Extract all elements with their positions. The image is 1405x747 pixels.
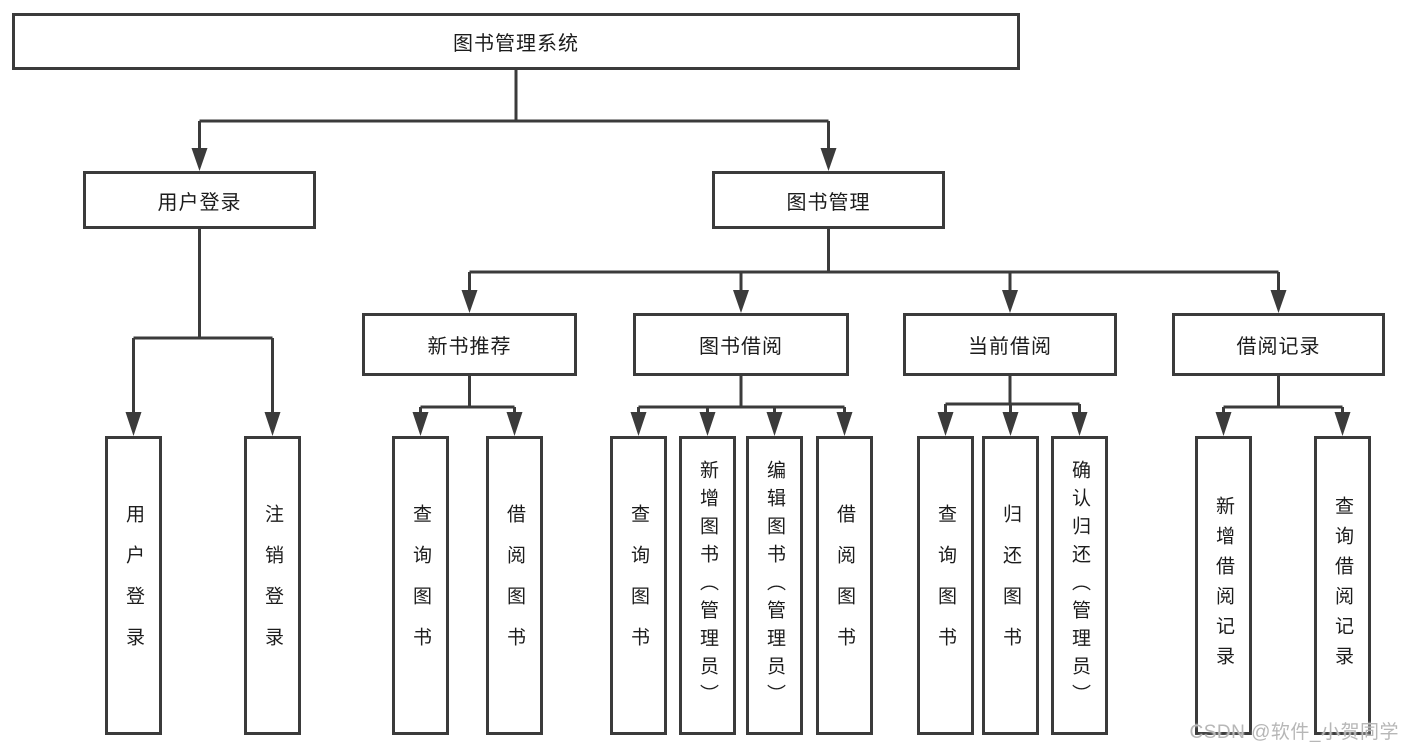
leaf-borrow-books-recommend: 借阅图书: [486, 436, 543, 735]
leaf-add-book-admin: 新增图书（管理员）: [679, 436, 736, 735]
node-label: 借阅图书: [504, 503, 525, 668]
node-label: 图书管理系统: [453, 33, 579, 55]
leaf-add-borrow-record: 新增借阅记录: [1195, 436, 1252, 735]
node-label: 编辑图书（管理员）: [764, 459, 785, 712]
node-new-book-recommend: 新书推荐: [362, 313, 577, 376]
leaf-query-borrow-record: 查询借阅记录: [1314, 436, 1371, 735]
node-root: 图书管理系统: [12, 13, 1020, 70]
leaf-edit-book-admin: 编辑图书（管理员）: [746, 436, 803, 735]
node-label: 查询借阅记录: [1332, 495, 1353, 676]
leaf-borrow-books: 借阅图书: [816, 436, 873, 735]
node-label: 图书管理: [786, 191, 871, 214]
connector-book-borrow-to-leaves: [630, 376, 853, 436]
node-label: 图书借阅: [699, 336, 783, 358]
leaf-user-login: 用户登录: [105, 436, 162, 735]
connector-new-book-to-leaves: [412, 376, 523, 436]
connector-root-to-level2: [191, 70, 837, 171]
node-label: 查询图书: [935, 503, 956, 668]
connector-current-borrow-to-leaves: [937, 376, 1088, 436]
node-label: 注销登录: [262, 503, 283, 668]
node-label: 新增借阅记录: [1213, 495, 1234, 676]
node-label: 当前借阅: [968, 336, 1052, 358]
node-label: 新书推荐: [427, 336, 512, 358]
node-label: 归还图书: [1000, 503, 1021, 668]
leaf-query-books-current: 查询图书: [917, 436, 974, 735]
node-borrow-records: 借阅记录: [1172, 313, 1385, 376]
watermark: CSDN @软件_小贺同学: [1189, 722, 1399, 743]
connector-borrow-records-to-leaves: [1215, 376, 1351, 436]
node-label: 查询图书: [628, 503, 649, 668]
node-label: 用户登录: [123, 503, 144, 668]
node-user-login: 用户登录: [83, 171, 316, 229]
node-label: 新增图书（管理员）: [697, 459, 718, 712]
leaf-query-books-recommend: 查询图书: [392, 436, 449, 735]
node-book-borrow: 图书借阅: [633, 313, 849, 376]
leaf-return-book: 归还图书: [982, 436, 1039, 735]
connector-user-login-to-leaves: [125, 229, 281, 436]
node-current-borrow: 当前借阅: [903, 313, 1117, 376]
leaf-confirm-return-admin: 确认归还（管理员）: [1051, 436, 1108, 735]
leaf-query-books-borrow: 查询图书: [610, 436, 667, 735]
leaf-logout: 注销登录: [244, 436, 301, 735]
node-label: 确认归还（管理员）: [1069, 459, 1090, 712]
node-label: 查询图书: [410, 503, 431, 668]
node-book-management: 图书管理: [712, 171, 945, 229]
connector-book-management-to-level3: [461, 229, 1287, 313]
node-label: 用户登录: [157, 191, 242, 214]
node-label: 借阅记录: [1236, 336, 1321, 358]
node-label: 借阅图书: [834, 503, 855, 668]
